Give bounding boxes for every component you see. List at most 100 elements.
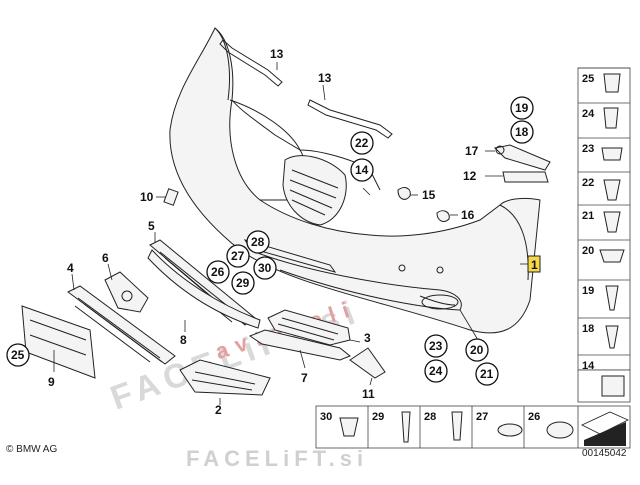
svg-text:24: 24 xyxy=(429,364,443,378)
circled-label-21: 21 xyxy=(475,362,499,386)
svg-text:22: 22 xyxy=(355,136,369,150)
label-11: 11 xyxy=(362,387,375,401)
side-row-14: 14 xyxy=(582,360,595,372)
side-row-19: 19 xyxy=(582,285,619,311)
arrow-icon xyxy=(581,411,629,435)
pin-icon xyxy=(605,325,619,349)
trim-strip-13b xyxy=(307,99,393,139)
long-screw-icon xyxy=(401,411,411,443)
circled-label-19: 19 xyxy=(510,96,534,120)
screw-icon xyxy=(603,107,619,129)
label-15: 15 xyxy=(422,188,436,202)
label-7: 7 xyxy=(301,371,308,385)
svg-text:27: 27 xyxy=(231,249,245,263)
svg-text:21: 21 xyxy=(582,210,594,222)
grille-4 xyxy=(67,285,176,365)
svg-text:19: 19 xyxy=(515,101,529,115)
svg-text:29: 29 xyxy=(236,276,250,290)
circled-label-26: 26 xyxy=(206,260,230,284)
watermark-bottom: FACELiFT.si xyxy=(186,446,368,471)
part-10-clip xyxy=(163,188,179,206)
svg-text:21: 21 xyxy=(480,367,494,381)
svg-text:25: 25 xyxy=(582,73,594,85)
leader-lines xyxy=(53,62,528,405)
svg-text:26: 26 xyxy=(211,265,225,279)
circled-label-23: 23 xyxy=(424,334,448,358)
svg-text:18: 18 xyxy=(515,125,529,139)
svg-text:20: 20 xyxy=(470,343,484,357)
clip-16 xyxy=(436,210,450,222)
rivet-icon xyxy=(603,211,621,233)
circled-label-14: 14 xyxy=(350,158,374,182)
svg-text:14: 14 xyxy=(582,360,595,372)
label-4: 4 xyxy=(67,261,74,275)
circled-label-30: 30 xyxy=(253,256,277,280)
svg-text:18: 18 xyxy=(582,323,594,335)
plug-icon xyxy=(339,417,359,437)
bumper-cover xyxy=(169,27,541,334)
label-3: 3 xyxy=(364,331,371,345)
footer-doc-number: 00145042 xyxy=(582,448,627,459)
label-10: 10 xyxy=(140,190,154,204)
circled-label-24: 24 xyxy=(424,359,448,383)
svg-text:20: 20 xyxy=(582,245,594,257)
svg-text:24: 24 xyxy=(582,108,595,120)
clip-icon xyxy=(603,179,621,201)
bolt-icon xyxy=(605,285,619,311)
side-row-20: 20 xyxy=(582,245,625,263)
label-17: 17 xyxy=(465,144,479,158)
side-row-24: 24 xyxy=(582,107,619,129)
label-8: 8 xyxy=(180,333,187,347)
svg-text:30: 30 xyxy=(258,261,272,275)
grille-insert-6 xyxy=(104,271,149,313)
circled-label-28: 28 xyxy=(246,230,270,254)
square-nut-icon xyxy=(601,375,625,397)
svg-text:23: 23 xyxy=(582,143,594,155)
nut-icon xyxy=(601,147,623,161)
bottom-label-27: 27 xyxy=(476,411,488,423)
washer-icon xyxy=(497,423,523,437)
circled-label-29: 29 xyxy=(231,271,255,295)
svg-text:25: 25 xyxy=(11,348,25,362)
label-9: 9 xyxy=(48,375,55,389)
nut-clip-icon xyxy=(599,249,625,263)
side-column: 25 24 23 22 21 20 19 xyxy=(577,67,631,372)
bottom-label-29: 29 xyxy=(372,411,384,423)
side-row-22: 22 xyxy=(582,177,621,201)
bottom-label-30: 30 xyxy=(320,411,332,423)
side-row-23: 23 xyxy=(582,143,623,161)
svg-text:22: 22 xyxy=(582,177,594,189)
license-plate-9 xyxy=(21,305,96,379)
bottom-label-26: 26 xyxy=(528,411,540,423)
direction-arrow-icon xyxy=(584,422,626,446)
lower-insert-2 xyxy=(179,359,271,396)
svg-text:23: 23 xyxy=(429,339,443,353)
svg-text:19: 19 xyxy=(582,285,594,297)
trim-strip-13a xyxy=(219,39,283,87)
circled-label-18: 18 xyxy=(510,120,534,144)
bottom-label-28: 28 xyxy=(424,411,436,423)
footer-brand: © BMW AG xyxy=(6,444,57,455)
lower-trim-7 xyxy=(248,309,351,361)
circled-label-22: 22 xyxy=(350,131,374,155)
svg-text:14: 14 xyxy=(355,163,369,177)
bracket-12 xyxy=(502,171,549,183)
fog-cover-11 xyxy=(349,347,386,379)
label-1: 1 xyxy=(531,258,538,272)
grommet-icon xyxy=(603,73,621,93)
side-row-21: 21 xyxy=(582,210,621,233)
label-12: 12 xyxy=(463,169,477,183)
side-row-25: 25 xyxy=(578,67,630,93)
label-16: 16 xyxy=(461,208,475,222)
label-5: 5 xyxy=(148,219,155,233)
circled-label-25: 25 xyxy=(6,343,30,367)
label-13a: 13 xyxy=(270,47,284,61)
label-1-box xyxy=(527,255,541,273)
circled-label-27: 27 xyxy=(226,244,250,268)
svg-text:28: 28 xyxy=(251,235,265,249)
circled-label-20: 20 xyxy=(465,338,489,362)
bracket-17 xyxy=(493,144,551,171)
clip-15 xyxy=(397,187,411,200)
